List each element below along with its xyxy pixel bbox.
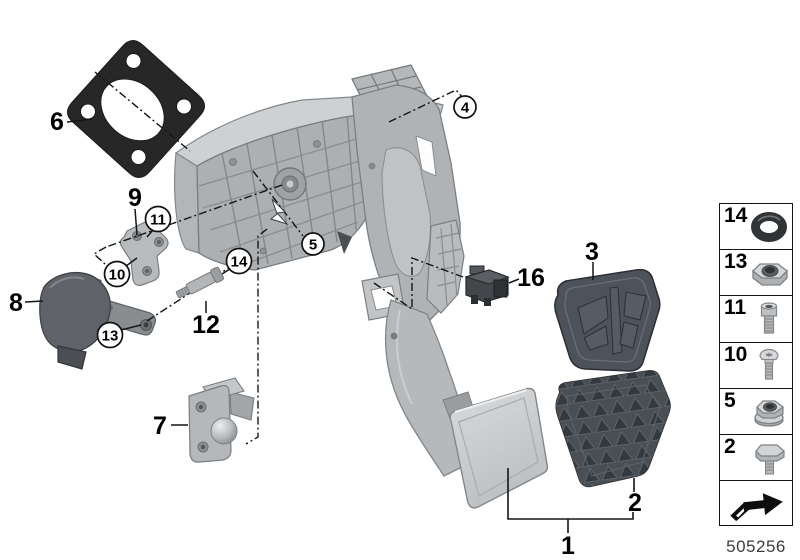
legend-number: 11	[724, 296, 747, 320]
part-labels: 6 9 8 12 7 16 3 2 1	[9, 108, 642, 560]
svg-text:14: 14	[231, 254, 248, 271]
label-9[interactable]: 9	[128, 184, 142, 212]
fastener-legend: 14 13 11 10	[719, 203, 793, 527]
circled-callouts: 4 5 10 11 13 14	[96, 95, 477, 349]
pedal-carrier-assembly	[174, 64, 549, 509]
label-3[interactable]: 3	[585, 238, 599, 266]
drawing-number: 505256	[726, 537, 786, 556]
label-16[interactable]: 16	[517, 264, 545, 292]
legend-number: 5	[724, 388, 736, 412]
pivot-pin-part-12	[175, 266, 225, 299]
gasket-part-6	[67, 40, 205, 178]
label-8[interactable]: 8	[9, 289, 23, 317]
flange-nut-icon	[754, 400, 784, 427]
hex-nut-icon	[752, 263, 789, 286]
callout-5[interactable]: 5	[301, 232, 325, 256]
callout-14[interactable]: 14	[225, 247, 253, 275]
callout-13[interactable]: 13	[96, 321, 124, 349]
legend-number: 13	[724, 250, 748, 274]
svg-text:4: 4	[461, 100, 470, 117]
svg-text:11: 11	[150, 212, 166, 229]
support-bracket-part-9	[119, 221, 169, 287]
sensor-part-8	[39, 272, 157, 370]
white-arrow-marker	[269, 198, 289, 226]
legend-item-11[interactable]: 11	[719, 295, 793, 344]
pedal-cover-part-3	[554, 268, 661, 372]
ball-bracket-part-7	[188, 377, 255, 463]
svg-text:13: 13	[102, 328, 119, 345]
label-1[interactable]: 1	[561, 532, 575, 560]
related-diagram-arrow-icon	[730, 493, 783, 522]
legend-item-2[interactable]: 2	[719, 434, 793, 483]
label-2[interactable]: 2	[628, 489, 642, 517]
leader-lines	[24, 71, 635, 533]
pan-head-screw-icon	[759, 348, 779, 380]
label-12[interactable]: 12	[192, 311, 220, 339]
related-diagram-button[interactable]	[719, 480, 793, 527]
svg-text:5: 5	[309, 237, 317, 254]
pedal-plate	[449, 387, 549, 509]
legend-item-10[interactable]: 10	[719, 341, 793, 390]
label-7[interactable]: 7	[153, 412, 167, 440]
socket-head-screw-icon	[760, 302, 778, 335]
legend-item-14[interactable]: 14	[719, 203, 793, 251]
rubber-pad-part-2	[555, 370, 671, 488]
callout-10[interactable]: 10	[103, 260, 131, 288]
legend-item-5[interactable]: 5	[719, 387, 793, 436]
legend-number: 2	[724, 435, 736, 459]
legend-number: 10	[724, 342, 748, 366]
o-ring-icon	[751, 212, 788, 242]
switch-part-16	[464, 265, 510, 306]
label-6[interactable]: 6	[50, 108, 64, 136]
legend-item-13[interactable]: 13	[719, 249, 793, 298]
svg-text:10: 10	[109, 267, 126, 284]
hex-bolt-icon	[755, 444, 785, 475]
callout-11[interactable]: 11	[144, 205, 172, 233]
callout-4[interactable]: 4	[453, 95, 477, 119]
legend-number: 14	[724, 204, 748, 227]
